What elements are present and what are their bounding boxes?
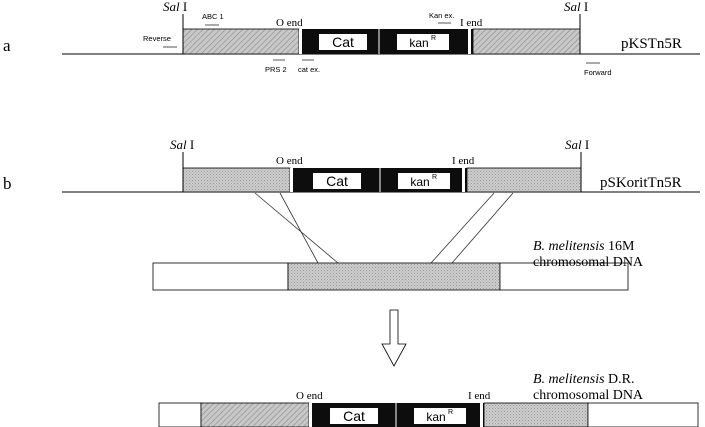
panel-a-primer-abc1-label: ABC 1 xyxy=(202,12,224,21)
chromosome-16m-target-region xyxy=(287,262,501,291)
panel-a-primer-reverse-label: Reverse xyxy=(143,34,171,43)
chromosome-dr-left-flank xyxy=(200,402,310,427)
panel-b-crossover-line xyxy=(430,192,495,264)
panel-a-kan-label: kan xyxy=(409,36,428,50)
panel-b-letter: b xyxy=(3,174,12,193)
panel-a-plasmid-name: pKSTn5R xyxy=(621,36,682,52)
panel-b-kan-box xyxy=(398,173,450,189)
panel-a-primer-cat-ex-label: cat ex. xyxy=(298,65,320,74)
panel-a: a Cat kan R Sal I Sal I O end I end ABC … xyxy=(3,0,700,77)
down-arrow-icon xyxy=(381,309,407,367)
panel-b-i-end-marker xyxy=(462,168,465,192)
panel-b-crossover-line xyxy=(279,192,319,264)
panel-a-cat-label: Cat xyxy=(332,34,354,50)
panel-b: b Cat kan R Sal I Sal I O end I end pSKo… xyxy=(3,137,700,291)
chromosome-dr-kan-label: kan xyxy=(426,410,445,424)
chromosome-16m-left-segment xyxy=(152,262,289,291)
chromosome-dr-cat-label: Cat xyxy=(343,408,365,424)
panel-b-o-end-label: O end xyxy=(276,155,303,167)
panel-a-kan-box xyxy=(397,34,449,50)
panel-a-sal-left-label: Sal I xyxy=(163,0,187,14)
panel-b-cat-box xyxy=(313,173,361,189)
chromosome-dr-kan-superscript: R xyxy=(448,409,453,416)
chromosome-dr-title: B. melitensis D.R. xyxy=(533,372,635,387)
panel-b-left-flank xyxy=(182,167,291,193)
panel-b-kan-label: kan xyxy=(410,175,429,189)
panel-a-i-end-label: I end xyxy=(460,17,483,29)
panel-b-crossover-line xyxy=(451,192,514,264)
chromosome-dr-right-segment xyxy=(587,402,699,427)
panel-a-letter: a xyxy=(3,36,11,55)
panel-b-right-flank xyxy=(466,167,582,193)
panel-a-right-flank xyxy=(472,28,581,55)
panel-a-kan-superscript: R xyxy=(431,35,436,42)
panel-a-primer-prs2-label: PRS 2 xyxy=(265,65,287,74)
chromosome-dr-cat-box xyxy=(330,408,378,424)
panel-b-cat-label: Cat xyxy=(326,173,348,189)
chromosome-dr-o-end-label: O end xyxy=(296,390,323,402)
panel-a-o-end-label: O end xyxy=(276,17,303,29)
panel-a-cat-box xyxy=(319,34,367,50)
chromosome-dr-subtitle: chromosomal DNA xyxy=(533,388,644,403)
chromosome-16m-subtitle: chromosomal DNA xyxy=(533,255,644,270)
panel-b-i-end-label: I end xyxy=(452,155,475,167)
panel-b-plasmid-name: pSKoritTn5R xyxy=(600,175,682,191)
panel-b-kan-superscript: R xyxy=(432,174,437,181)
panel-a-primer-forward-label: Forward xyxy=(584,68,612,77)
panel-c: Cat kan R O end I end B. melitensis D.R.… xyxy=(158,372,699,427)
panel-b-crossover-line xyxy=(254,192,339,264)
panel-a-i-end-marker xyxy=(468,29,471,54)
panel-b-sal-left-label: Sal I xyxy=(170,137,194,152)
chromosome-dr-kan-box xyxy=(414,408,466,424)
chromosome-16m-right-segment xyxy=(499,262,629,291)
chromosome-dr-left-segment xyxy=(158,402,202,427)
chromosome-dr-i-end-label: I end xyxy=(468,390,491,402)
panel-b-sal-right-label: Sal I xyxy=(565,137,589,152)
panel-a-sal-right-label: Sal I xyxy=(564,0,588,14)
panel-a-primer-kan-ex-label: Kan ex. xyxy=(429,11,454,20)
panel-a-o-end-marker xyxy=(299,29,302,54)
chromosome-dr-right-flank xyxy=(483,402,589,427)
chromosome-16m-title: B. melitensis 16M xyxy=(533,239,635,254)
panel-a-left-flank xyxy=(182,28,300,55)
panel-b-o-end-marker xyxy=(290,168,293,192)
chromosome-dr-o-end-marker xyxy=(309,403,312,427)
chromosome-dr-i-end-marker xyxy=(480,403,483,427)
